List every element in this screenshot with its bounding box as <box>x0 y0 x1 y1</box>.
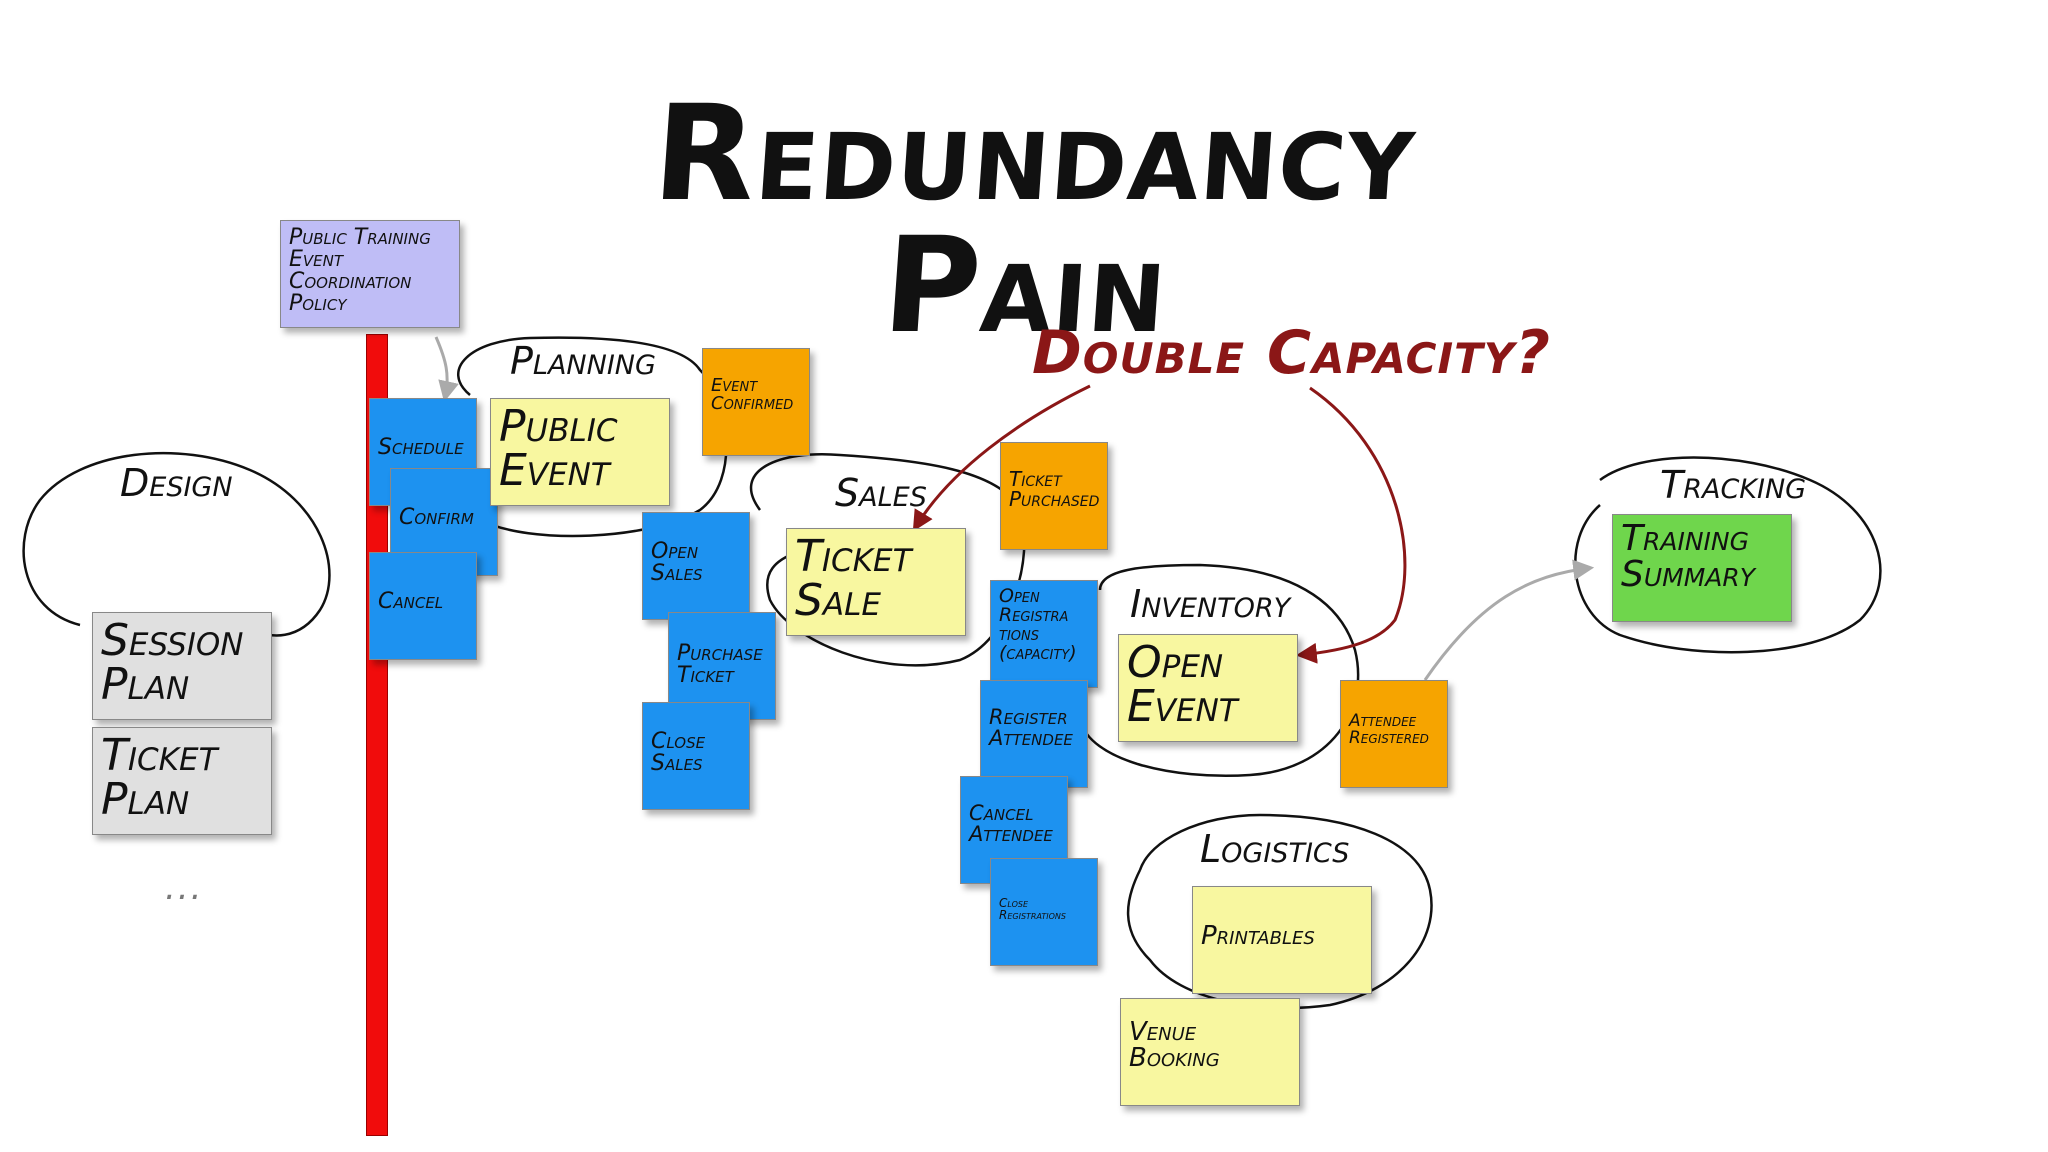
page-title: Redundancy Pain <box>648 77 1421 363</box>
question-arrow-open-event <box>1295 386 1407 664</box>
training-summary-view-note[interactable]: Training Summary <box>1612 514 1792 622</box>
coordination-policy-note[interactable]: Public Training Event Coordination Polic… <box>280 220 460 328</box>
ticket-plan-note[interactable]: Ticket Plan <box>92 727 272 835</box>
close-sales-command-note[interactable]: Close Sales <box>642 702 750 810</box>
venue-booking-aggregate-note[interactable]: Venue Booking <box>1120 998 1300 1106</box>
attendee-registered-to-training-summary-arrow <box>1423 559 1595 681</box>
close-registrations-command-note[interactable]: Close Registrations <box>990 858 1098 966</box>
ticket-sale-aggregate-note[interactable]: Ticket Sale <box>786 528 966 636</box>
pivotal-timeline-bar <box>366 334 388 1136</box>
design-context-label: Design <box>120 461 233 505</box>
planning-context-label: Planning <box>510 339 656 383</box>
public-event-aggregate-note[interactable]: Public Event <box>490 398 670 506</box>
open-registrations-command-note[interactable]: Open Registra tions (capacity) <box>990 580 1098 688</box>
policy-to-schedule-arrow <box>434 336 459 403</box>
ticket-purchased-event-note[interactable]: Ticket Purchased <box>1000 442 1108 550</box>
cancel-command-note[interactable]: Cancel <box>369 552 477 660</box>
logistics-context-label: Logistics <box>1200 827 1350 871</box>
attendee-registered-event-note[interactable]: Attendee Registered <box>1340 680 1448 788</box>
more-read-models-ellipsis: ... <box>165 868 204 908</box>
double-capacity-question: Double Capacity? <box>1032 318 1551 388</box>
sales-context-label: Sales <box>835 471 927 515</box>
open-event-aggregate-note[interactable]: Open Event <box>1118 634 1298 742</box>
event-confirmed-event-note[interactable]: Event Confirmed <box>702 348 810 456</box>
register-attendee-command-note[interactable]: Register Attendee <box>980 680 1088 788</box>
inventory-context-label: Inventory <box>1130 582 1291 626</box>
tracking-context-label: Tracking <box>1660 463 1807 507</box>
open-sales-command-note[interactable]: Open Sales <box>642 512 750 620</box>
session-plan-note[interactable]: Session Plan <box>92 612 272 720</box>
printables-aggregate-note[interactable]: Printables <box>1192 886 1372 994</box>
